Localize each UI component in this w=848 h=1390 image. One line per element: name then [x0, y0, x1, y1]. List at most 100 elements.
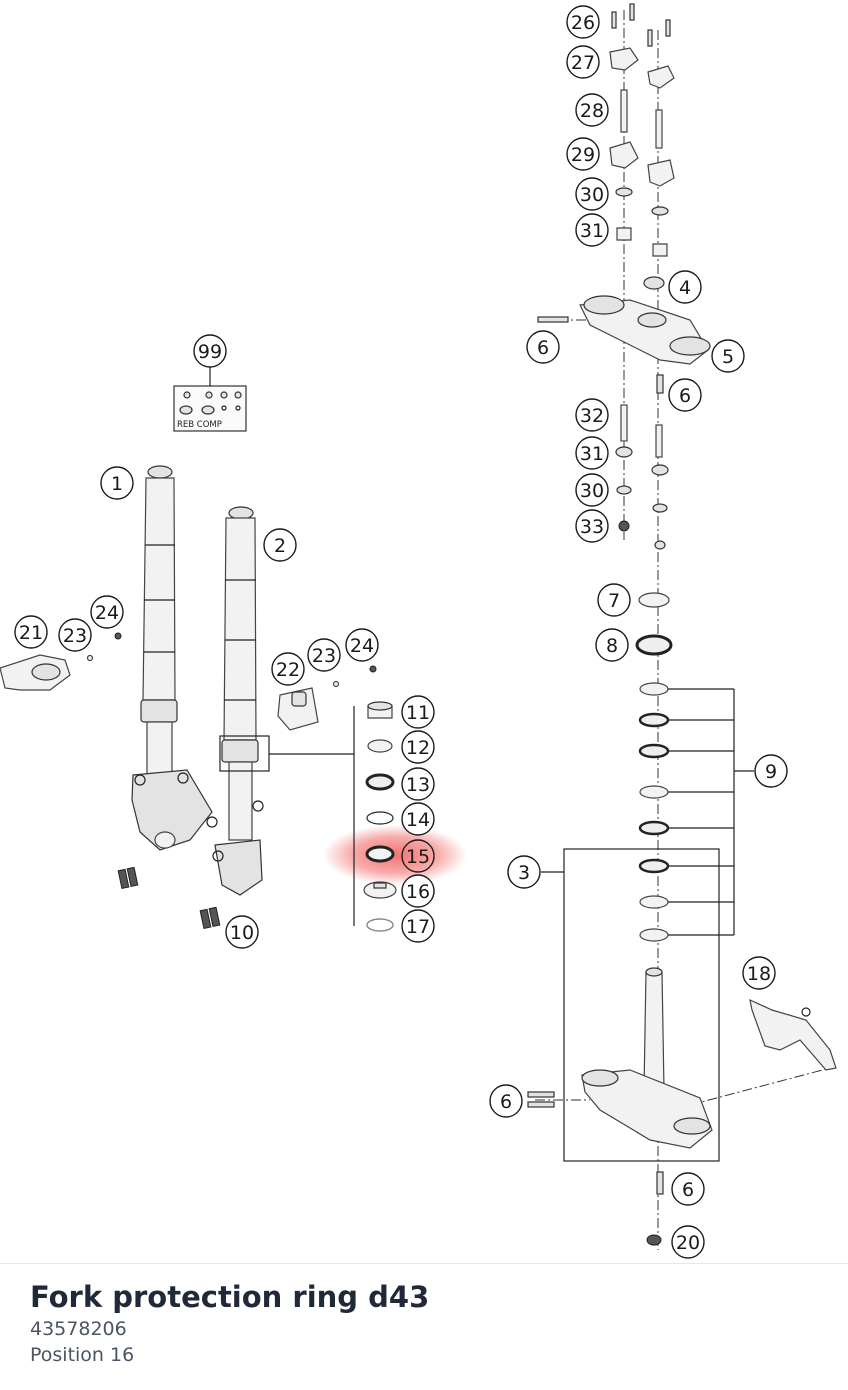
- callout-13[interactable]: 13: [401, 767, 435, 801]
- callout-24[interactable]: 24: [90, 595, 124, 629]
- fork-guard-left[interactable]: [0, 654, 71, 691]
- cable-guide[interactable]: [749, 998, 837, 1071]
- part-info-panel: Fork protection ring d43 43578206 Positi…: [30, 1278, 820, 1368]
- callout-label: 22: [276, 659, 300, 681]
- callout-24[interactable]: 24: [345, 628, 379, 662]
- callout-22[interactable]: 22: [271, 652, 305, 686]
- fork-guard-right[interactable]: [277, 687, 319, 731]
- callout-label: 30: [580, 480, 604, 502]
- callout-label: 10: [230, 922, 254, 944]
- highlight-glow: [323, 825, 467, 885]
- callout-23[interactable]: 23: [307, 638, 341, 672]
- callout-label: 27: [571, 52, 595, 74]
- callout-label: 24: [350, 635, 374, 657]
- callout-27[interactable]: 27: [566, 45, 600, 79]
- lower-triple-clamp[interactable]: [581, 967, 713, 1149]
- callout-30[interactable]: 30: [575, 177, 609, 211]
- callout-16[interactable]: 16: [401, 874, 435, 908]
- callout-29[interactable]: 29: [566, 137, 600, 171]
- callout-18[interactable]: 18: [742, 956, 776, 990]
- callout-label: 30: [580, 184, 604, 206]
- callout-26[interactable]: 26: [566, 5, 600, 39]
- callout-12[interactable]: 12: [401, 730, 435, 764]
- callout-8[interactable]: 8: [595, 628, 629, 662]
- callout-label: 6: [537, 337, 549, 359]
- callout-3[interactable]: 3: [507, 855, 541, 889]
- circlip-14[interactable]: [366, 811, 394, 825]
- part-number: 43578206: [30, 1318, 127, 1340]
- callout-label: 9: [765, 761, 777, 783]
- callout-6[interactable]: 6: [671, 1172, 705, 1206]
- callout-1[interactable]: 1: [100, 466, 134, 500]
- callout-label: 24: [95, 602, 119, 624]
- oil-seal-13[interactable]: [365, 773, 395, 791]
- callout-label: 31: [580, 443, 604, 465]
- callout-label: 1: [111, 473, 123, 495]
- callout-23[interactable]: 23: [58, 618, 92, 652]
- part-position: Position 16: [30, 1344, 135, 1366]
- callout-label: 32: [580, 405, 604, 427]
- callout-label: 15: [406, 846, 430, 868]
- callout-20[interactable]: 20: [671, 1225, 705, 1259]
- callout-label: 8: [606, 635, 618, 657]
- callout-label: 11: [406, 702, 430, 724]
- callout-label: 23: [63, 625, 87, 647]
- callout-label: 14: [406, 809, 430, 831]
- exploded-parts-diagram: REB COMP: [0, 3, 837, 1259]
- callout-label: 7: [608, 590, 620, 612]
- callout-7[interactable]: 7: [597, 583, 631, 617]
- callout-17[interactable]: 17: [401, 909, 435, 943]
- callout-31[interactable]: 31: [575, 436, 609, 470]
- callout-28[interactable]: 28: [575, 93, 609, 127]
- callout-6[interactable]: 6: [668, 378, 702, 412]
- callout-2[interactable]: 2: [263, 528, 297, 562]
- callout-label: 33: [580, 516, 604, 538]
- callout-6[interactable]: 6: [489, 1084, 523, 1118]
- fork-protection-ring-16[interactable]: [363, 881, 397, 899]
- callout-15[interactable]: 15: [401, 839, 435, 873]
- callout-5[interactable]: 5: [711, 339, 745, 373]
- adjuster-plate-text: REB COMP: [177, 420, 222, 430]
- dust-seal-15[interactable]: [365, 845, 395, 863]
- fork-bushing-12[interactable]: [367, 739, 393, 753]
- callout-21[interactable]: 21: [14, 615, 48, 649]
- callout-32[interactable]: 32: [575, 398, 609, 432]
- callout-label: 31: [580, 220, 604, 242]
- callout-10[interactable]: 10: [225, 915, 259, 949]
- upper-triple-clamp[interactable]: [579, 295, 711, 365]
- callout-label: 4: [679, 277, 691, 299]
- callout-4[interactable]: 4: [668, 270, 702, 304]
- callout-31[interactable]: 31: [575, 213, 609, 247]
- callout-label: 12: [406, 737, 430, 759]
- fork-leg-left[interactable]: [131, 465, 218, 851]
- callout-label: 20: [676, 1232, 700, 1254]
- adjuster-cap-set[interactable]: REB COMP: [173, 385, 247, 432]
- callout-label: 18: [747, 963, 771, 985]
- washer-17[interactable]: [366, 918, 394, 932]
- callout-9[interactable]: 9: [754, 754, 788, 788]
- callout-14[interactable]: 14: [401, 802, 435, 836]
- callout-label: 6: [679, 385, 691, 407]
- callout-label: 28: [580, 100, 604, 122]
- callout-label: 5: [722, 346, 734, 368]
- axle-clamp-bolts-left[interactable]: [117, 866, 139, 890]
- callout-label: 29: [571, 144, 595, 166]
- callout-label: 6: [682, 1179, 694, 1201]
- fork-bushing-11[interactable]: [367, 701, 393, 719]
- divider: [0, 1263, 848, 1264]
- axle-clamp-bolts-right[interactable]: [199, 906, 221, 930]
- callout-6[interactable]: 6: [526, 330, 560, 364]
- callout-label: 3: [518, 862, 530, 884]
- callout-99[interactable]: 99: [193, 334, 227, 368]
- callout-label: 2: [274, 535, 286, 557]
- callout-33[interactable]: 33: [575, 509, 609, 543]
- callout-label: 21: [19, 622, 43, 644]
- callout-label: 23: [312, 645, 336, 667]
- callout-11[interactable]: 11: [401, 695, 435, 729]
- part-title: Fork protection ring d43: [30, 1280, 430, 1314]
- callout-30[interactable]: 30: [575, 473, 609, 507]
- callout-label: 17: [406, 916, 430, 938]
- callout-label: 13: [406, 774, 430, 796]
- fork-leg-right[interactable]: [212, 506, 264, 896]
